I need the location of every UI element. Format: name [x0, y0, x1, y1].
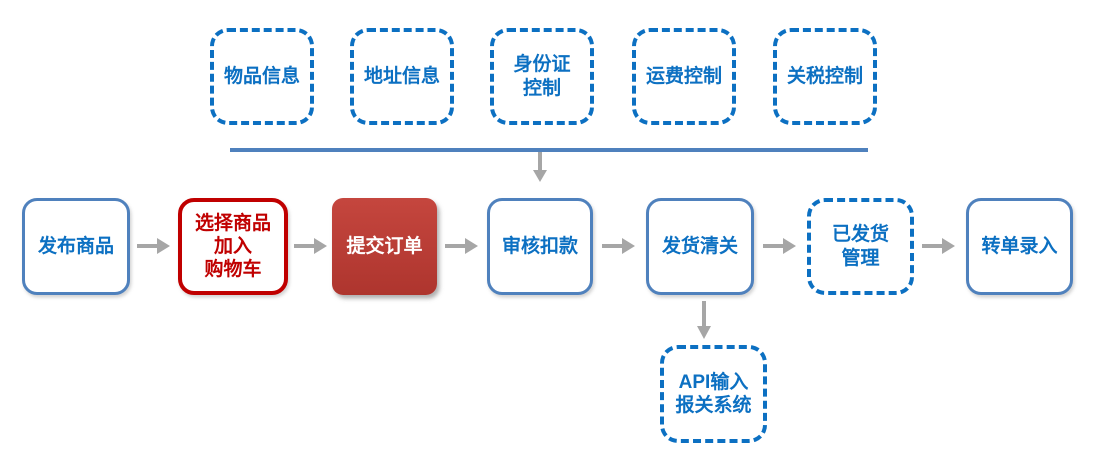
- flow-arrow-icon: [762, 236, 798, 256]
- flow-box-publish-product: 发布商品: [22, 198, 130, 295]
- flow-box-select-product-add-cart: 选择商品 加入 购物车: [178, 198, 288, 295]
- top-box-shipping-fee-control-label: 运费控制: [645, 65, 722, 87]
- bottom-box-api-customs-system-label: API输入 报关系统: [675, 371, 752, 416]
- flow-box-transfer-order-entry-label: 转单录入: [981, 235, 1058, 257]
- flow-arrow-icon: [444, 236, 480, 256]
- flow-box-submit-order-label: 提交订单: [346, 235, 423, 257]
- connector-line: [230, 148, 868, 152]
- top-box-id-card-control-label: 身份证 控制: [513, 54, 571, 99]
- top-box-item-info: 物品信息: [210, 28, 314, 125]
- flow-box-ship-customs: 发货清关: [646, 198, 754, 295]
- flow-arrow-icon: [136, 236, 172, 256]
- top-box-address-info: 地址信息: [350, 28, 454, 125]
- flow-box-shipped-management: 已发货 管理: [807, 198, 914, 295]
- flow-arrow-icon: [601, 236, 637, 256]
- flow-box-transfer-order-entry: 转单录入: [966, 198, 1073, 295]
- flow-box-review-deduct-label: 审核扣款: [501, 235, 578, 257]
- flow-box-select-product-add-cart-label: 选择商品 加入 购物车: [194, 212, 271, 281]
- api-down-arrow-icon: [694, 300, 714, 340]
- flow-arrow-icon: [921, 236, 957, 256]
- flow-box-review-deduct: 审核扣款: [487, 198, 593, 295]
- flow-box-ship-customs-label: 发货清关: [661, 235, 738, 257]
- top-box-tariff-control: 关税控制: [773, 28, 877, 125]
- top-box-tariff-control-label: 关税控制: [786, 65, 863, 87]
- top-box-address-info-label: 地址信息: [363, 65, 440, 87]
- top-box-item-info-label: 物品信息: [223, 65, 300, 87]
- flow-box-shipped-management-label: 已发货 管理: [831, 224, 889, 269]
- top-box-shipping-fee-control: 运费控制: [632, 28, 736, 125]
- connector-down-arrow-icon: [530, 151, 550, 183]
- flow-box-submit-order: 提交订单: [332, 198, 437, 295]
- bottom-box-api-customs-system: API输入 报关系统: [660, 345, 767, 443]
- flow-box-publish-product-label: 发布商品: [37, 235, 114, 257]
- flow-arrow-icon: [293, 236, 329, 256]
- top-box-id-card-control: 身份证 控制: [490, 28, 594, 125]
